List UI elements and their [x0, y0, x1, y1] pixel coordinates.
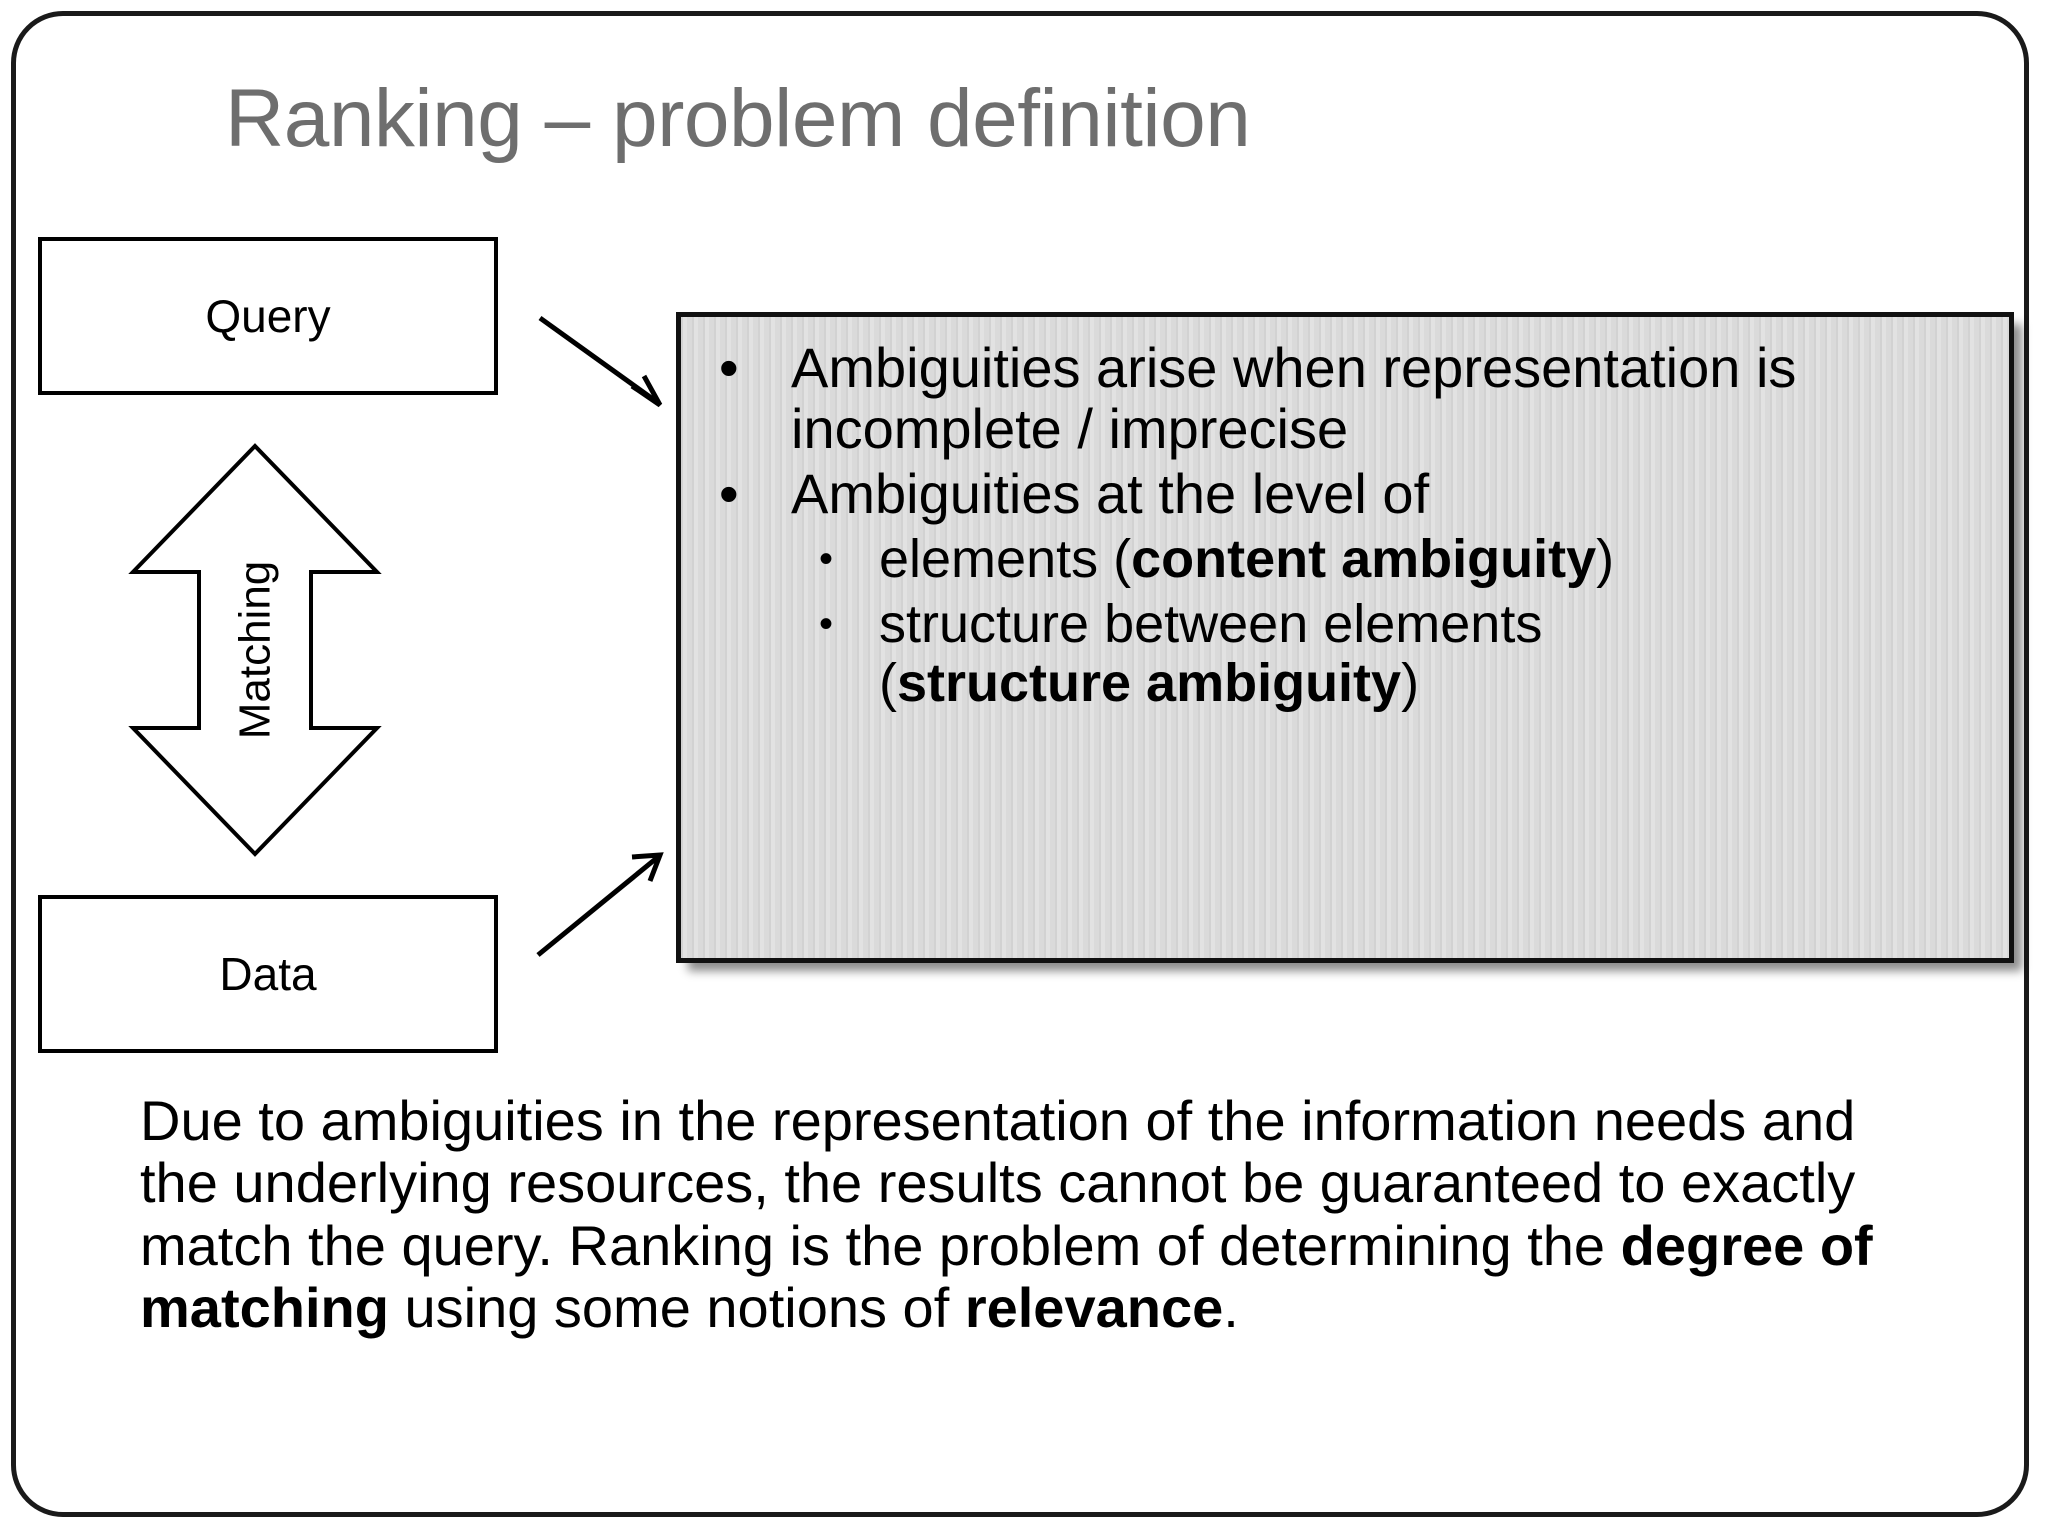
ambiguity-list: • Ambiguities arise when representation … — [681, 337, 2009, 717]
ambiguity-panel: • Ambiguities arise when representation … — [676, 312, 2014, 963]
summary-part-2: using some notions of — [388, 1276, 965, 1340]
data-box[interactable]: Data — [38, 895, 498, 1053]
subbullet-content-prefix: elements ( — [879, 529, 1132, 590]
matching-double-arrow-icon — [125, 440, 385, 860]
query-to-panel-arrow-icon — [520, 310, 710, 420]
subbullet-structure-line1: structure between elements — [879, 593, 1543, 654]
query-box[interactable]: Query — [38, 237, 498, 395]
data-to-panel-arrow-icon — [520, 835, 710, 960]
bullet-glyph-icon: • — [719, 462, 739, 526]
summary-bold-relevance: relevance — [964, 1276, 1224, 1340]
subbullet-structure-suffix: ) — [1401, 652, 1420, 713]
summary-part-3: . — [1223, 1276, 1239, 1340]
ambiguity-subbullet-content: • elements (content ambiguity) — [791, 530, 2009, 589]
subbullet-structure-bold: structure ambiguity — [896, 652, 1402, 713]
subbullet-content-suffix: ) — [1596, 529, 1615, 590]
ambiguity-sublist: • elements (content ambiguity) • structu… — [791, 530, 2009, 713]
ambiguity-bullet-1: • Ambiguities arise when representation … — [681, 337, 2009, 459]
page-title: Ranking – problem definition — [225, 73, 1251, 164]
ambiguity-bullet-2: • Ambiguities at the level of • elements… — [681, 463, 2009, 713]
bullet-glyph-icon: • — [819, 537, 834, 582]
ambiguity-bullet-1-text: Ambiguities arise when representation is… — [791, 336, 1797, 461]
subbullet-structure-prefix: ( — [879, 652, 897, 713]
summary-part-1: Due to ambiguities in the representation… — [140, 1089, 1856, 1277]
summary-bold-degree-of-matching: degree of matching — [140, 1213, 1873, 1340]
summary-paragraph: Due to ambiguities in the representation… — [140, 1089, 1930, 1340]
ambiguity-bullet-2-text: Ambiguities at the level of — [791, 462, 1430, 526]
subbullet-structure-line2: (structure ambiguity) — [879, 652, 2009, 713]
subbullet-content-bold: content ambiguity — [1131, 529, 1597, 590]
ambiguity-subbullet-structure: • structure between elements (structure … — [791, 595, 2009, 713]
query-box-label: Query — [205, 290, 331, 342]
bullet-glyph-icon: • — [719, 336, 739, 399]
bullet-glyph-icon: • — [819, 601, 834, 646]
data-box-label: Data — [219, 948, 317, 1000]
